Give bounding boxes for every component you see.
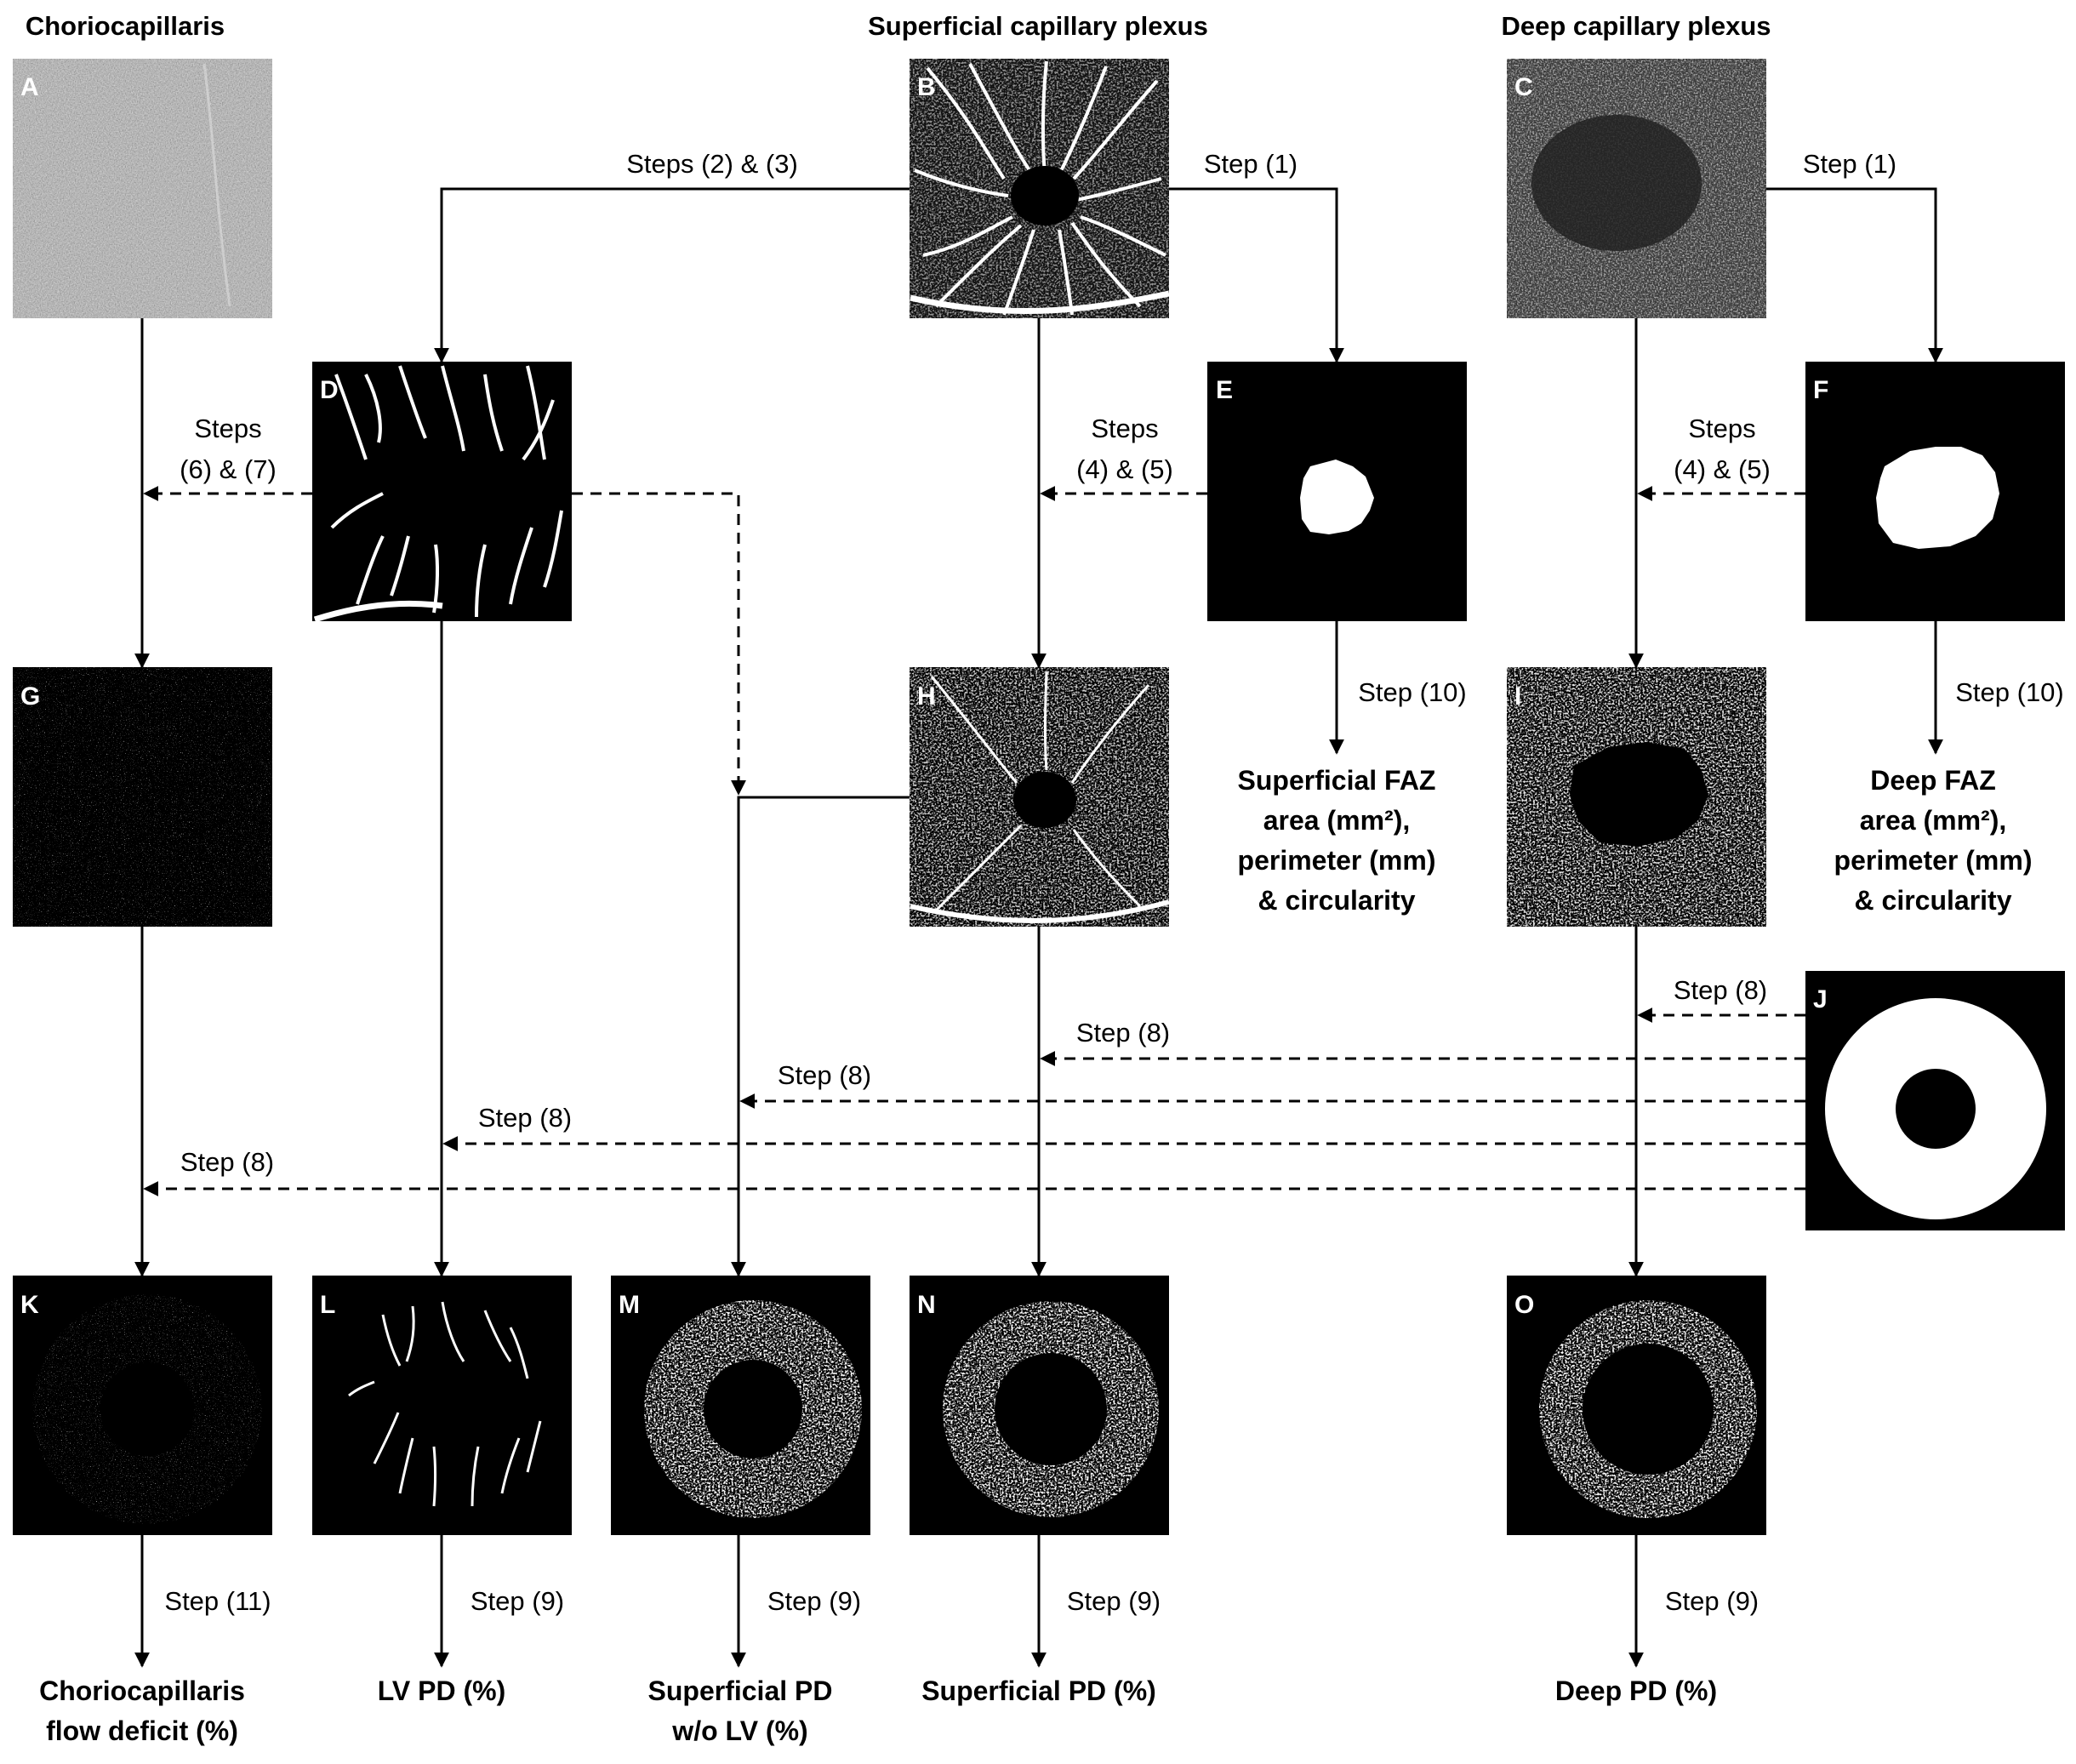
step-label-9-sup-wo: Step (9) [767,1586,861,1616]
output-deep-faz-line-4: & circularity [1855,885,2012,916]
step-label-1-superficial: Step (1) [1204,149,1298,179]
step-label-8-cc: Step (8) [180,1147,274,1177]
panel-label-d: D [320,376,339,404]
panel-e-image [1207,362,1467,621]
output-sup-faz-line-1: Superficial FAZ [1238,765,1436,796]
panel-label-j: J [1813,985,1828,1013]
panel-label-l: L [320,1291,335,1319]
step-label-10-sup: Step (10) [1358,677,1467,707]
panel-label-b: B [917,73,936,101]
panel-label-h: H [917,682,936,711]
output-sup-faz-line-2: area (mm²), [1263,805,1411,836]
panel-k-image [13,1276,272,1535]
column-title-superficial: Superficial capillary plexus [868,11,1208,41]
step-label-9-sup: Step (9) [1067,1586,1161,1616]
output-deep-faz-line-3: perimeter (mm) [1834,845,2033,876]
panel-label-m: M [619,1291,640,1319]
panel-a-image [13,59,272,318]
output-lv-pd: LV PD (%) [378,1676,506,1706]
panel-j-image [1805,971,2065,1230]
step-label-9-lv: Step (9) [471,1586,564,1616]
step-label-9-deep: Step (9) [1665,1586,1759,1616]
panel-label-c: C [1514,73,1533,101]
step-label-8-lv: Step (8) [478,1103,572,1133]
panel-label-a: A [20,73,39,101]
step-label-steps-cc: Steps [194,414,261,443]
step-label-4-5-sup: (4) & (5) [1076,454,1173,484]
panel-m-image [611,1276,870,1535]
panel-label-g: G [20,682,40,711]
panel-i-image [1507,667,1766,927]
panel-f-image [1805,362,2065,621]
output-deep-faz-line-1: Deep FAZ [1870,765,1996,796]
panel-label-e: E [1216,376,1233,404]
output-sup-faz-line-4: & circularity [1258,885,1416,916]
column-title-choriocapillaris: Choriocapillaris [26,11,225,41]
step-labels: Steps (2) & (3) Step (1) Step (1) Steps … [164,149,2063,1616]
panel-n-image [910,1276,1169,1535]
output-deep-pd: Deep PD (%) [1555,1676,1717,1706]
step-label-2-3: Steps (2) & (3) [626,149,798,179]
panel-label-f: F [1813,376,1828,404]
panel-g-image [13,667,272,927]
panel-h-image [910,667,1170,927]
panel-b-image [910,59,1170,318]
output-cc-fd-line-2: flow deficit (%) [46,1715,238,1746]
output-labels: Superficial FAZ area (mm²), perimeter (m… [39,765,2032,1746]
connectors [134,187,1943,1668]
panel-label-i: I [1514,682,1521,711]
step-label-steps-deep: Steps [1688,414,1755,443]
column-title-deep: Deep capillary plexus [1501,11,1771,41]
panel-label-o: O [1514,1291,1534,1319]
panel-c-image [1507,59,1766,318]
output-sup-pd-wo-lv-line-2: w/o LV (%) [671,1715,807,1746]
output-sup-pd-wo-lv-line-1: Superficial PD [648,1676,833,1706]
output-sup-faz-line-3: perimeter (mm) [1238,845,1436,876]
panel-d-image [312,362,572,623]
output-cc-fd-line-1: Choriocapillaris [39,1676,245,1706]
step-label-1-deep: Step (1) [1803,149,1896,179]
step-label-steps-sup: Steps [1091,414,1158,443]
step-label-8-sup: Step (8) [1076,1018,1170,1048]
output-deep-faz-line-2: area (mm²), [1860,805,2007,836]
step-label-11: Step (11) [164,1586,271,1616]
step-label-8-deep: Step (8) [1674,975,1767,1005]
panel-label-n: N [917,1291,936,1319]
panel-letters: A B C D E F G H I J K L M N O [20,73,1828,1319]
step-label-8-sup-wo-lv: Step (8) [778,1060,871,1090]
panel-l-image [312,1276,572,1535]
panel-o-image [1507,1276,1766,1535]
step-label-4-5-deep: (4) & (5) [1674,454,1771,484]
panel-label-k: K [20,1291,39,1319]
step-label-6-7: (6) & (7) [180,454,277,484]
step-label-10-deep: Step (10) [1955,677,2064,707]
output-sup-pd: Superficial PD (%) [921,1676,1156,1706]
